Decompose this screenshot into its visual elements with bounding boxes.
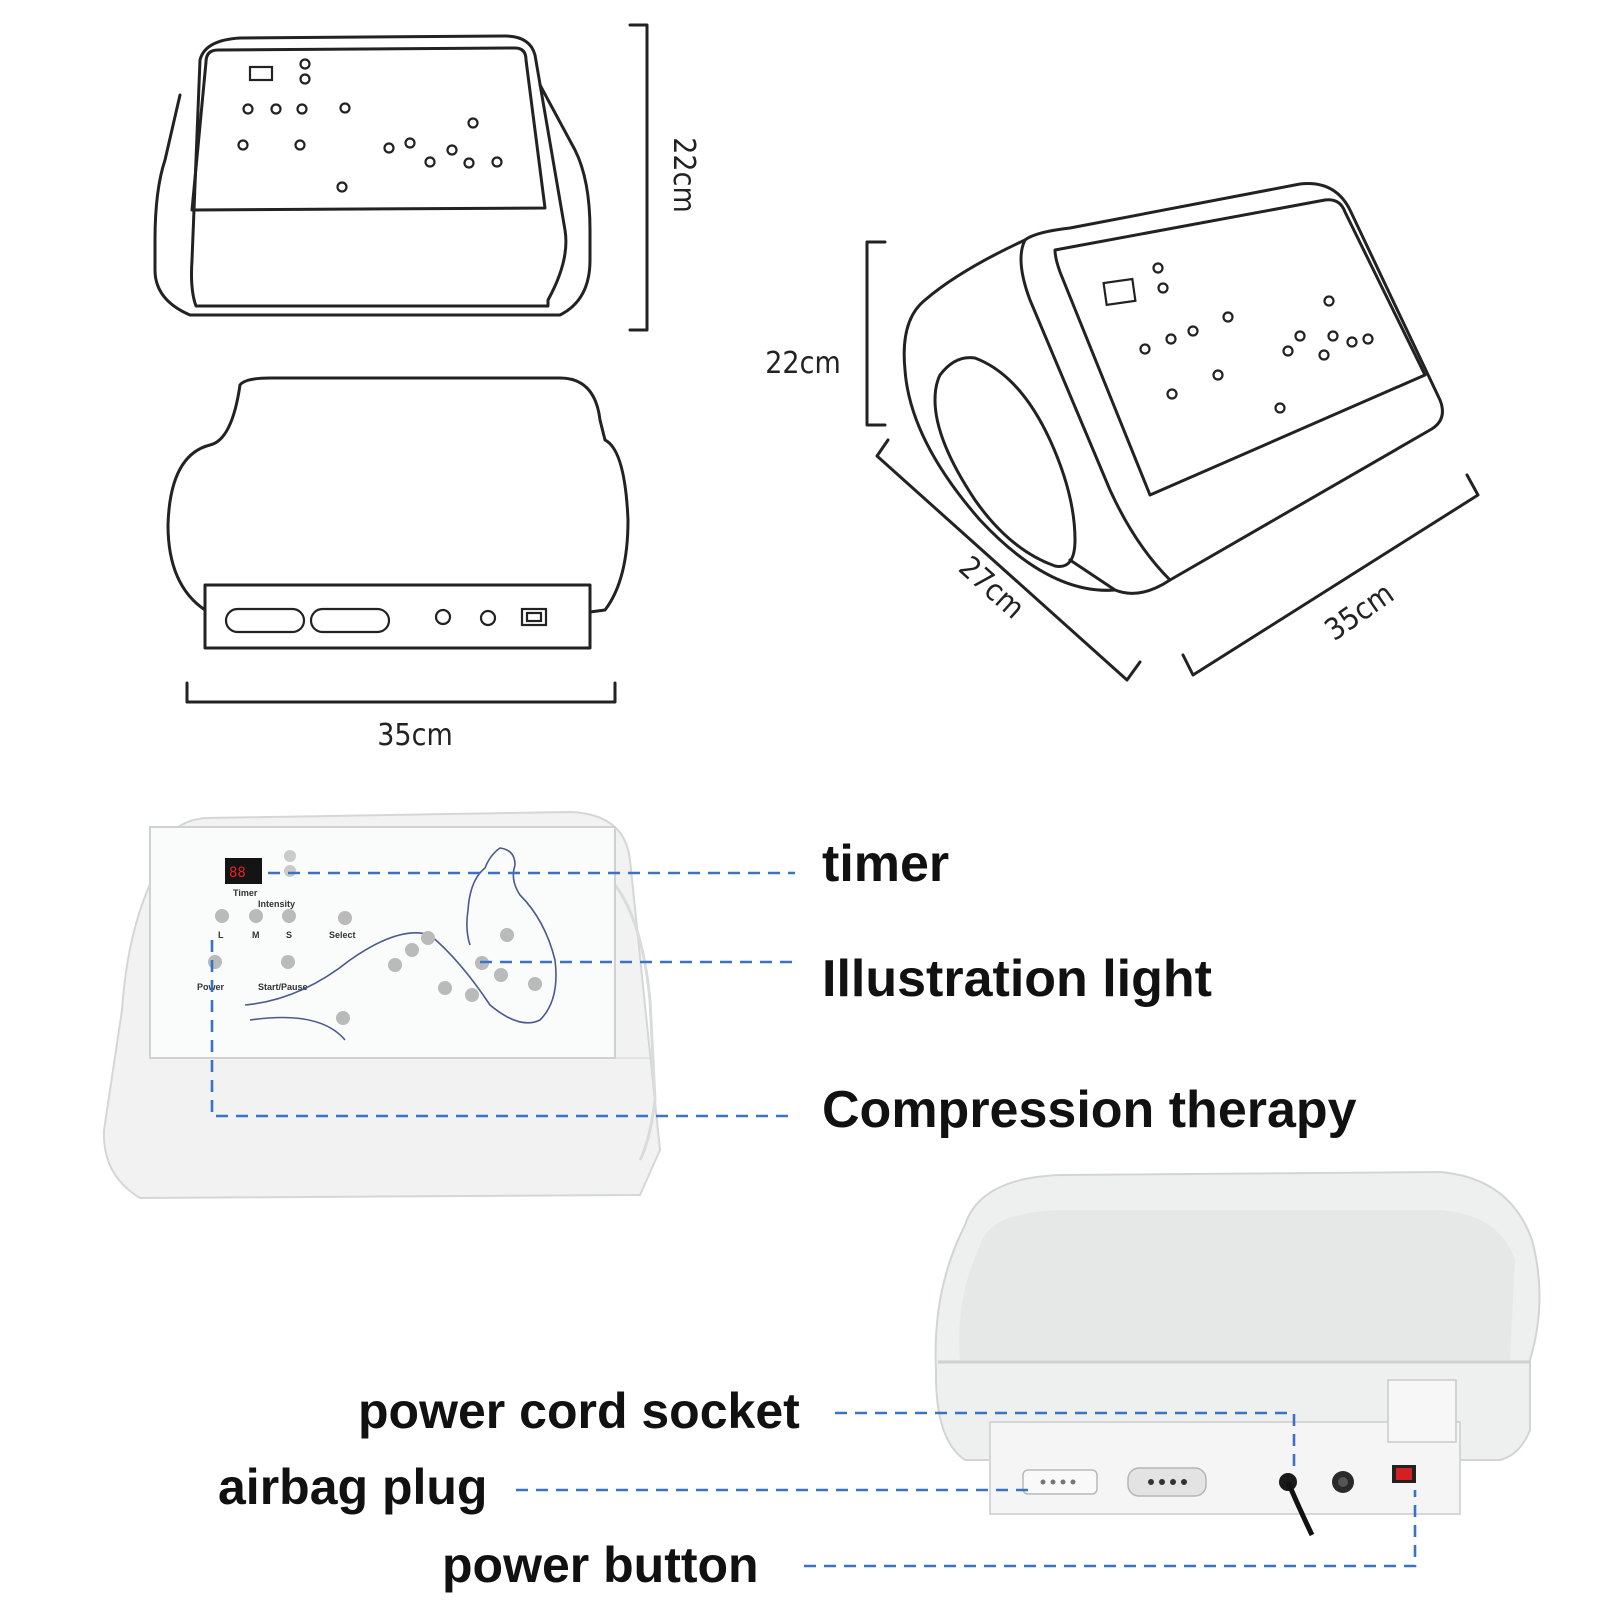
- side-height-bracket: [865, 240, 887, 427]
- timer-callout: timer: [822, 835, 949, 893]
- side-height-label: 22cm: [765, 346, 840, 381]
- airbag-plug-callout: airbag plug: [218, 1459, 487, 1515]
- panel-select-label: Select: [329, 930, 356, 940]
- svg-text:88: 88: [229, 865, 246, 881]
- compression-l-button[interactable]: [215, 909, 229, 923]
- timer-display: [225, 858, 262, 884]
- control-panel: [149, 826, 616, 1059]
- rating-label: [1387, 1379, 1457, 1443]
- front-device-photo: 88 Timer Intensity L M S Select Power St…: [102, 810, 662, 1200]
- power-button-callout: power button: [442, 1537, 759, 1593]
- airbag-plug-right[interactable]: [1127, 1467, 1207, 1497]
- back-view-drawing: [166, 376, 630, 650]
- power-panel-button[interactable]: [208, 955, 222, 969]
- power-cord-socket-callout: power cord socket: [358, 1383, 800, 1439]
- body-illustration: [244, 847, 557, 1041]
- compression-s-button[interactable]: [282, 909, 296, 923]
- start-pause-button[interactable]: [281, 955, 295, 969]
- panel-timer-label: Timer: [233, 888, 258, 898]
- panel-intensity-label: Intensity: [258, 899, 295, 909]
- panel-start-pause-label: Start/Pause: [258, 982, 308, 992]
- depth-dimension-bracket: [875, 438, 1142, 682]
- height-dimension-bracket: [628, 23, 649, 332]
- compression-therapy-callout: Compression therapy: [822, 1081, 1357, 1139]
- compression-therapy-leader: [210, 940, 795, 1118]
- side-depth-label: 27cm: [952, 550, 1032, 627]
- compression-m-button[interactable]: [249, 909, 263, 923]
- panel-s-label: S: [286, 930, 292, 940]
- perspective-drawing: [902, 182, 1444, 595]
- panel-m-label: M: [252, 930, 260, 940]
- illustration-light-callout: Illustration light: [822, 950, 1212, 1008]
- back-device-photo: [934, 1170, 1541, 1537]
- panel-l-label: L: [218, 930, 224, 940]
- width-dimension-bracket: [185, 681, 617, 704]
- front-width-label: 35cm: [377, 718, 452, 753]
- illustration-lights: [336, 928, 542, 1025]
- side-width-bracket: [1181, 473, 1480, 677]
- select-button[interactable]: [338, 911, 352, 925]
- front-height-label: 22cm: [666, 137, 701, 212]
- airbag-plug-left[interactable]: [1022, 1469, 1098, 1495]
- power-button-leader: [804, 1490, 1417, 1568]
- front-view-drawing: [153, 34, 592, 317]
